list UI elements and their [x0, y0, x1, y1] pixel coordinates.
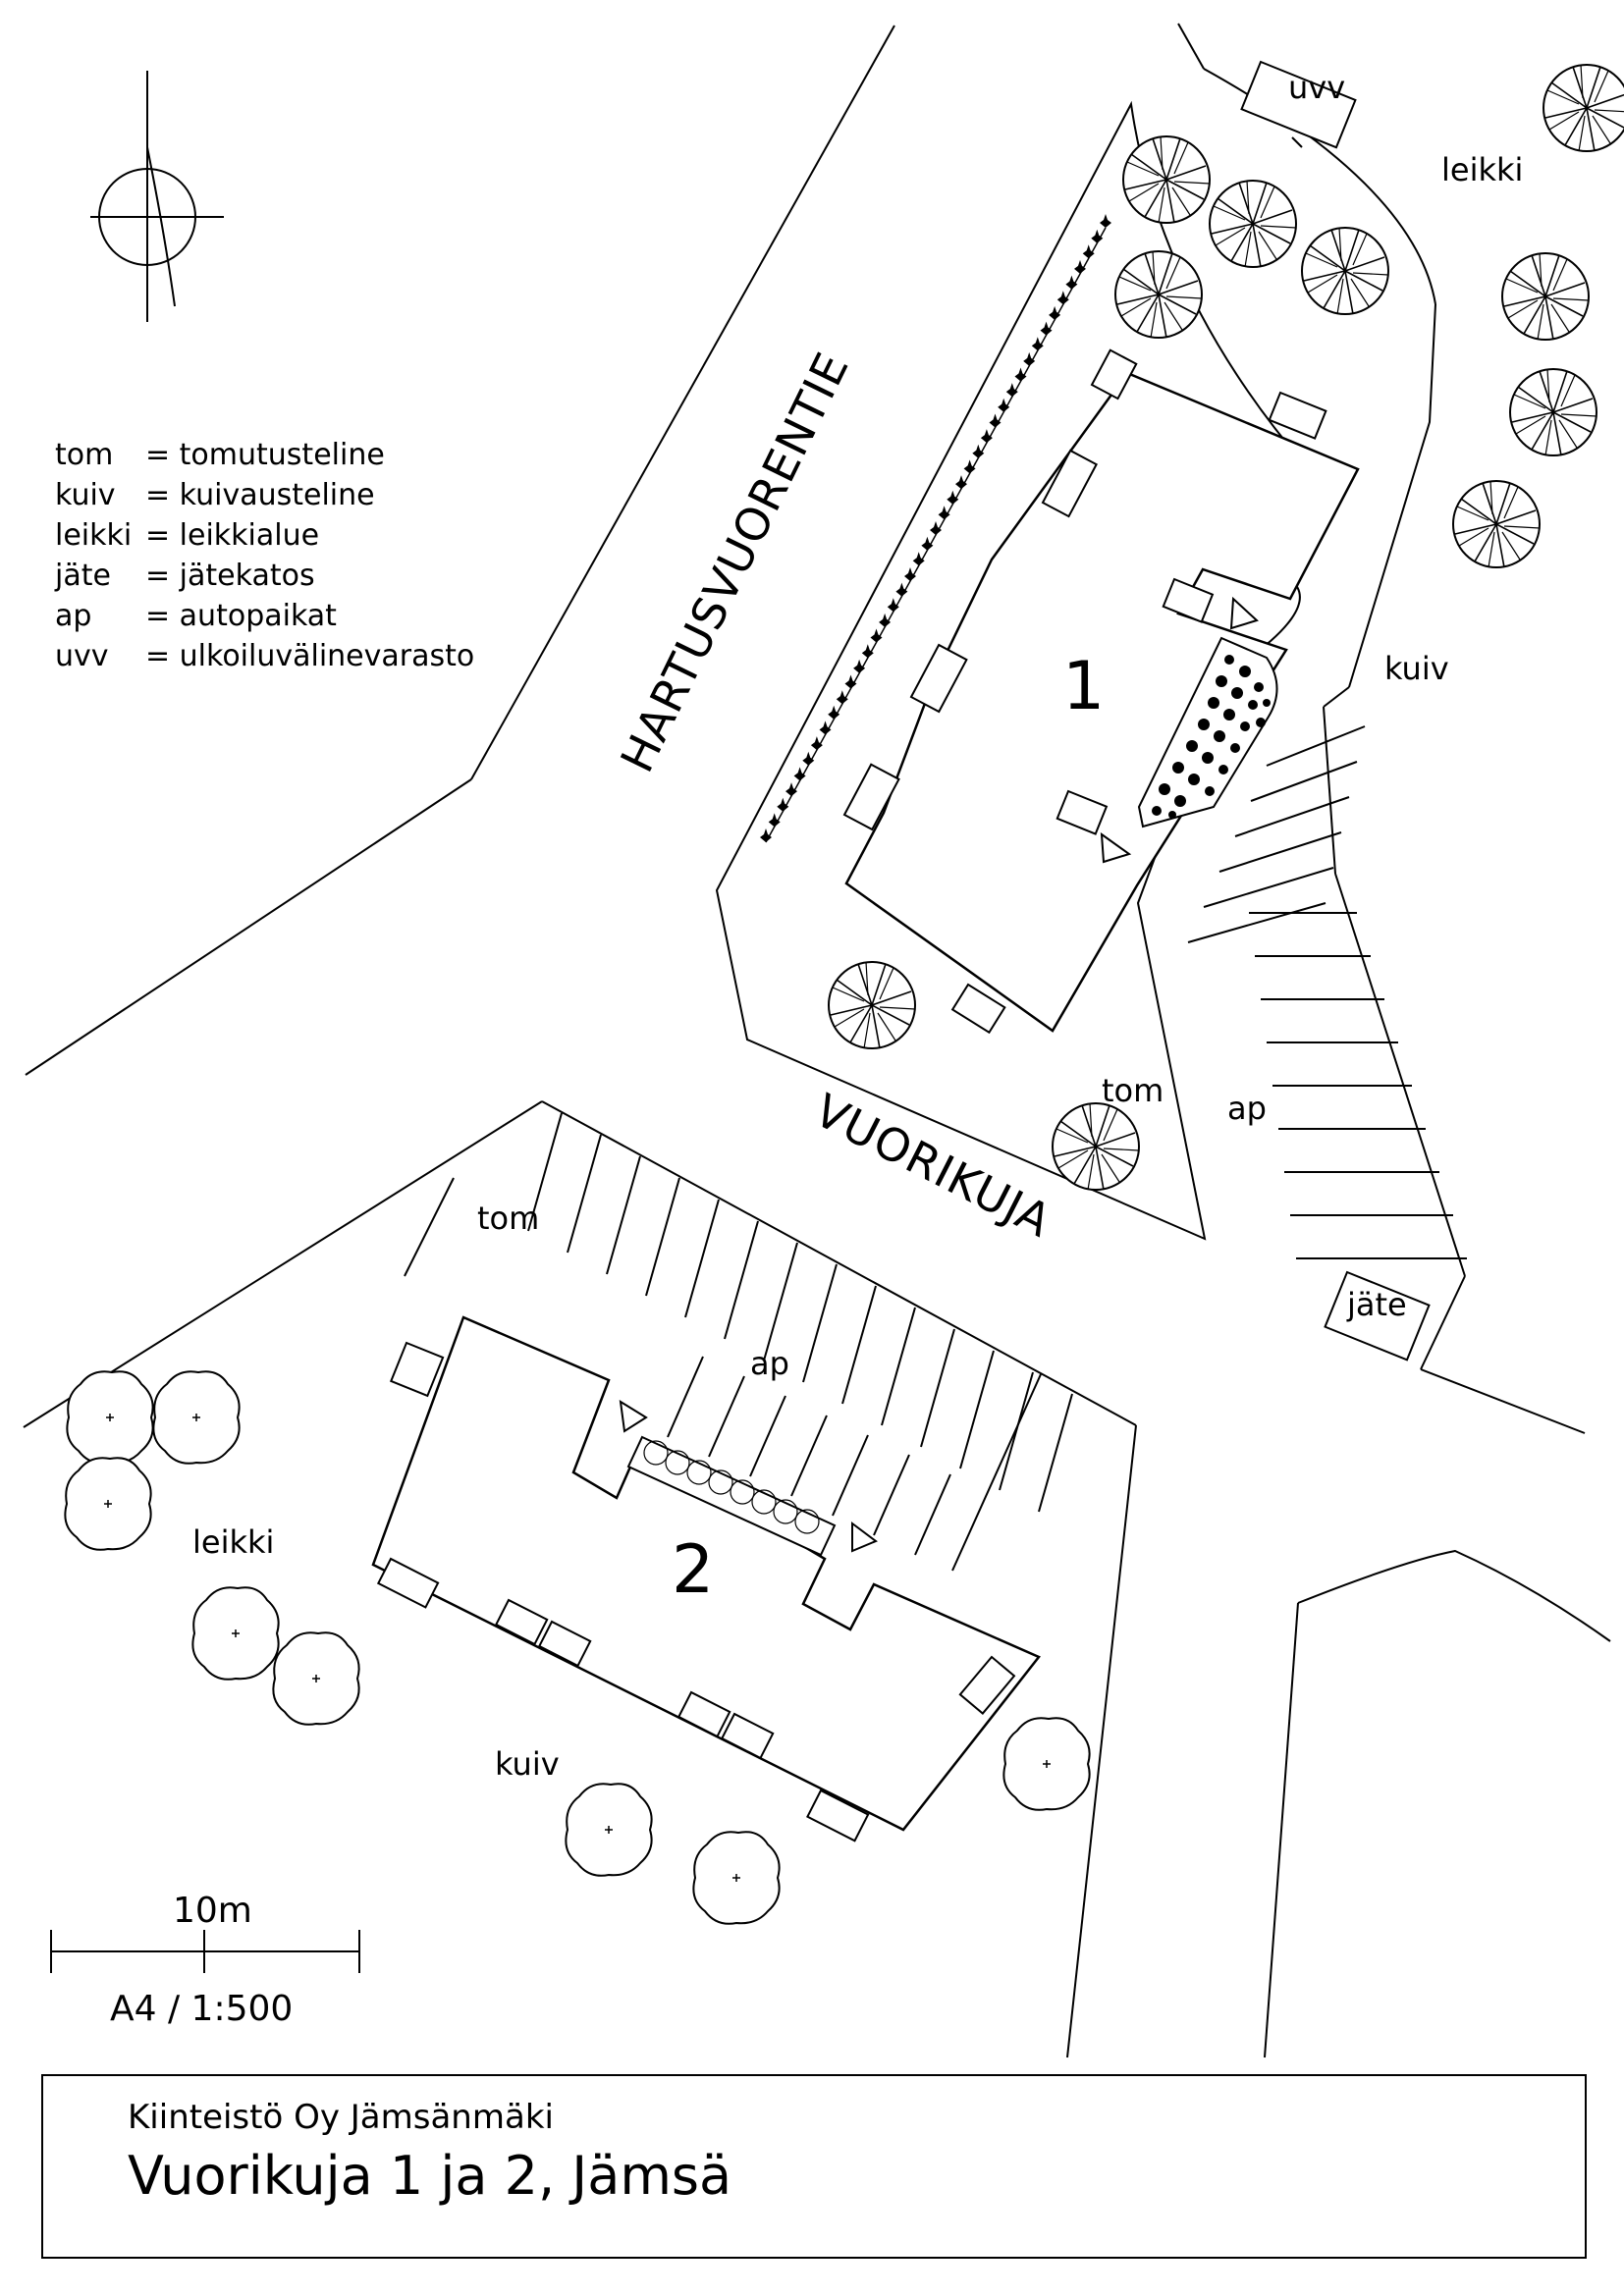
- parking-stripe: [832, 1434, 869, 1517]
- label-ap-bottom: ap: [750, 1345, 789, 1382]
- parking-stripe: [763, 1242, 798, 1362]
- parking-stripe: [404, 1177, 455, 1277]
- legend-abbr: ap: [55, 599, 92, 633]
- legend-text: = ulkoiluvälinevarasto: [145, 639, 475, 673]
- parking-stripe: [881, 1307, 916, 1426]
- parking-stripe: [914, 1473, 951, 1556]
- parking-stripe: [1203, 867, 1334, 908]
- entrance-triangle-icon: [619, 1400, 878, 1553]
- parking-stripe: [724, 1220, 759, 1340]
- parking-stripe: [999, 1371, 1034, 1491]
- label-uvv: uvv: [1288, 69, 1345, 106]
- parking-stripe: [873, 1454, 910, 1536]
- building-2-shrub-row: [626, 1435, 837, 1557]
- label-kuiv-bottom: kuiv: [495, 1745, 560, 1783]
- label-leikki-bottom: leikki: [192, 1523, 274, 1561]
- building-2: [371, 1315, 1041, 1832]
- legend-abbr: leikki: [55, 518, 133, 553]
- legend-text: = kuivausteline: [145, 478, 375, 512]
- road-network: [23, 23, 1611, 2058]
- legend-text: = leikkialue: [145, 518, 320, 553]
- parking-stripe: [920, 1328, 955, 1448]
- parking-stripe: [1038, 1393, 1073, 1513]
- legend-abbr: kuiv: [55, 478, 116, 512]
- parking-stripe: [790, 1415, 828, 1497]
- parking-stripe: [951, 1373, 1042, 1572]
- title-block: Kiinteistö Oy Jämsänmäki Vuorikuja 1 ja …: [41, 2074, 1587, 2259]
- legend-abbr: uvv: [55, 639, 109, 673]
- entrance-triangle-icon: [1100, 596, 1259, 864]
- building-2-annexes: [376, 1341, 1016, 1842]
- label-kuiv-top: kuiv: [1384, 650, 1449, 687]
- plan-title: Vuorikuja 1 ja 2, Jämsä: [128, 2145, 732, 2207]
- parking-stripe: [684, 1199, 720, 1318]
- label-leikki-top: leikki: [1441, 151, 1523, 188]
- parking-stripe: [527, 1112, 563, 1232]
- parking-stripe: [1250, 761, 1358, 802]
- scale-bar: [50, 1930, 360, 1973]
- parking-stripe: [1218, 831, 1342, 873]
- parking-stripe: [841, 1285, 877, 1405]
- parking-stripe: [749, 1395, 786, 1477]
- company-name: Kiinteistö Oy Jämsänmäki: [128, 2098, 554, 2137]
- legend-abbr: jäte: [55, 559, 111, 593]
- label-tom-bottom: tom: [477, 1200, 539, 1237]
- parking-stripes-top: [1187, 725, 1467, 1259]
- building-number-2: 2: [672, 1531, 714, 1609]
- legend-abbr: tom: [55, 438, 114, 472]
- parking-stripe: [567, 1134, 602, 1254]
- scale-distance: 10m: [173, 1891, 252, 1931]
- building-1-annexes: [842, 348, 1327, 1035]
- hedge-leaf-icon: [1100, 214, 1111, 228]
- legend-text: = jätekatos: [145, 559, 315, 593]
- legend-text: = tomutusteline: [145, 438, 385, 472]
- building-number-1: 1: [1062, 648, 1105, 725]
- parking-stripe: [667, 1356, 704, 1438]
- scale-format: A4 / 1:500: [110, 1989, 293, 2029]
- street-label-hartusvuorentie: HARTUSVUORENTIE: [610, 344, 859, 779]
- label-tom-top: tom: [1102, 1072, 1164, 1109]
- uvv-shed: [1240, 60, 1357, 149]
- parking-stripe: [959, 1350, 995, 1469]
- label-ap-top: ap: [1227, 1090, 1267, 1127]
- parking-stripe: [802, 1263, 838, 1383]
- legend-text: = autopaikat: [145, 599, 337, 633]
- parking-stripe: [1187, 902, 1326, 943]
- parking-stripe: [708, 1375, 745, 1458]
- parking-stripe: [645, 1177, 680, 1297]
- north-arrow-icon: [90, 71, 224, 322]
- street-label-vuorikuja: VUORIKUJA: [806, 1084, 1060, 1248]
- parking-stripe: [606, 1155, 641, 1275]
- label-jate: jäte: [1346, 1286, 1407, 1323]
- building-1-shrub-bed: [1137, 636, 1278, 828]
- parking-stripe: [1234, 796, 1350, 837]
- parking-stripe: [1266, 725, 1366, 767]
- parking-stripes-bottom: [404, 1112, 1073, 1572]
- tree-icon: [828, 64, 1624, 1191]
- jate-shelter: [1324, 1270, 1431, 1362]
